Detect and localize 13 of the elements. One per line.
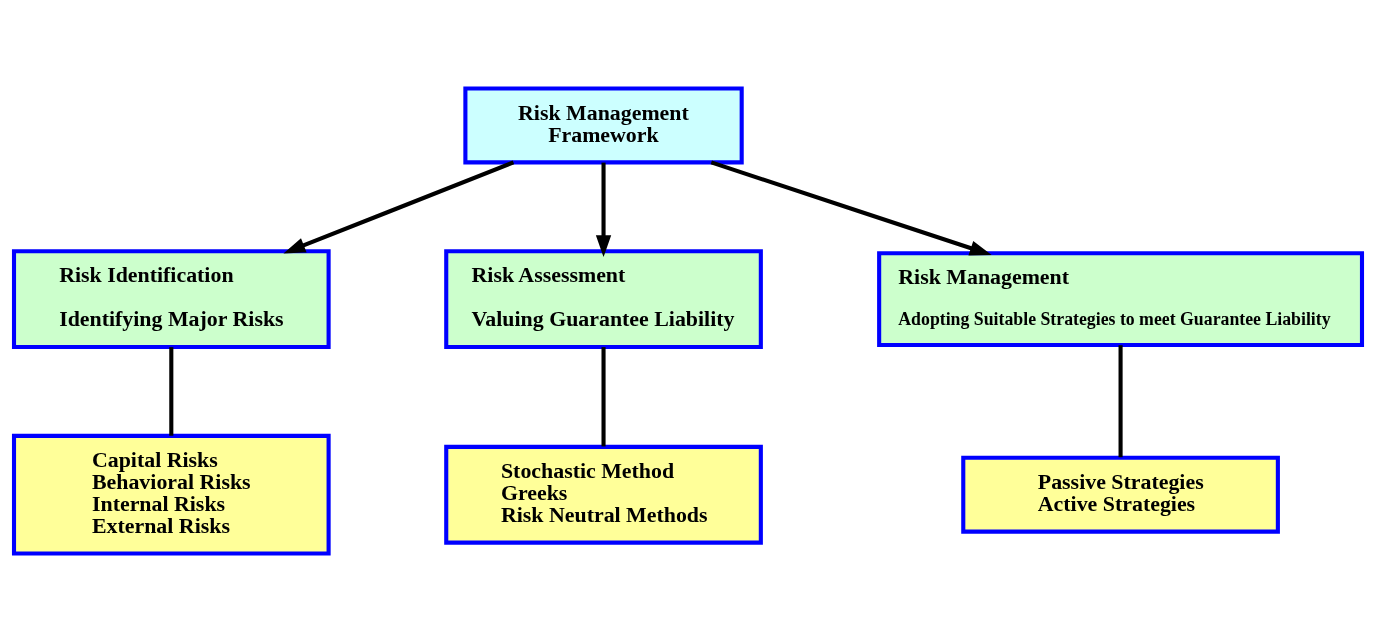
arrow xyxy=(595,162,612,257)
node-box: Risk Management Adopting Suitable Strategies to meet Guarantee Liability xyxy=(877,250,1365,347)
connector xyxy=(169,346,174,436)
node-box: Risk Identification Identifying Major Risks xyxy=(11,248,331,349)
arrow xyxy=(710,159,992,256)
node-box: Passive Strategies Active Strategies xyxy=(961,455,1280,534)
connector xyxy=(1118,344,1123,457)
node-box: Capital Risks Behavioral Risks Internal Risks External Risks xyxy=(11,433,331,556)
arrow xyxy=(283,160,515,253)
node-box: Stochastic Method Greeks Risk Neutral Methods xyxy=(444,444,763,545)
node-box: Risk Management Framework xyxy=(463,85,744,164)
node-box: Risk Assessment Valuing Guarantee Liability xyxy=(444,248,763,349)
connector xyxy=(601,346,606,446)
